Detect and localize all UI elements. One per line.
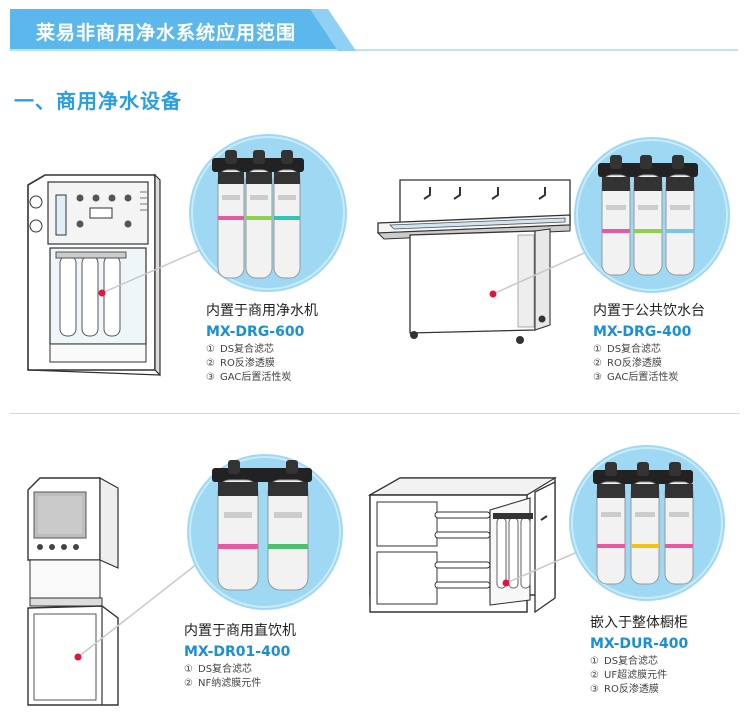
product-model: MX-DRG-400 bbox=[593, 324, 692, 340]
product-title: 内置于公共饮水台 bbox=[593, 303, 705, 319]
pointer-dot bbox=[489, 290, 497, 298]
product-panel-direct-drink bbox=[20, 440, 350, 715]
product-title: 内置于商用直饮机 bbox=[184, 623, 296, 639]
direct-drink-machine-illustration bbox=[27, 454, 343, 706]
pointer-dot bbox=[74, 653, 82, 661]
pointer-dot bbox=[98, 289, 106, 297]
pointer-dot bbox=[502, 579, 510, 587]
banner-background bbox=[10, 9, 738, 51]
product-model: MX-DUR-400 bbox=[590, 636, 689, 652]
product-title: 内置于商用净水机 bbox=[206, 303, 318, 319]
drinking-station-illustration bbox=[376, 137, 730, 344]
section-title: 一、商用净水设备 bbox=[14, 89, 182, 113]
section-divider bbox=[10, 413, 740, 414]
page-title: 莱易非商用净水系统应用范围 bbox=[36, 22, 297, 44]
product-model: MX-DR01-400 bbox=[184, 644, 291, 660]
product-panel-cabinet bbox=[365, 440, 740, 710]
product-title: 嵌入于整体橱柜 bbox=[590, 615, 688, 631]
product-panel-purifier bbox=[20, 134, 360, 400]
header-banner: 莱易非商用净水系统应用范围 bbox=[10, 9, 738, 51]
product-model: MX-DRG-600 bbox=[206, 324, 305, 340]
product-panel-drinking-station bbox=[370, 135, 730, 395]
cabinet-illustration bbox=[367, 445, 725, 614]
purifier-machine-illustration bbox=[27, 134, 347, 377]
